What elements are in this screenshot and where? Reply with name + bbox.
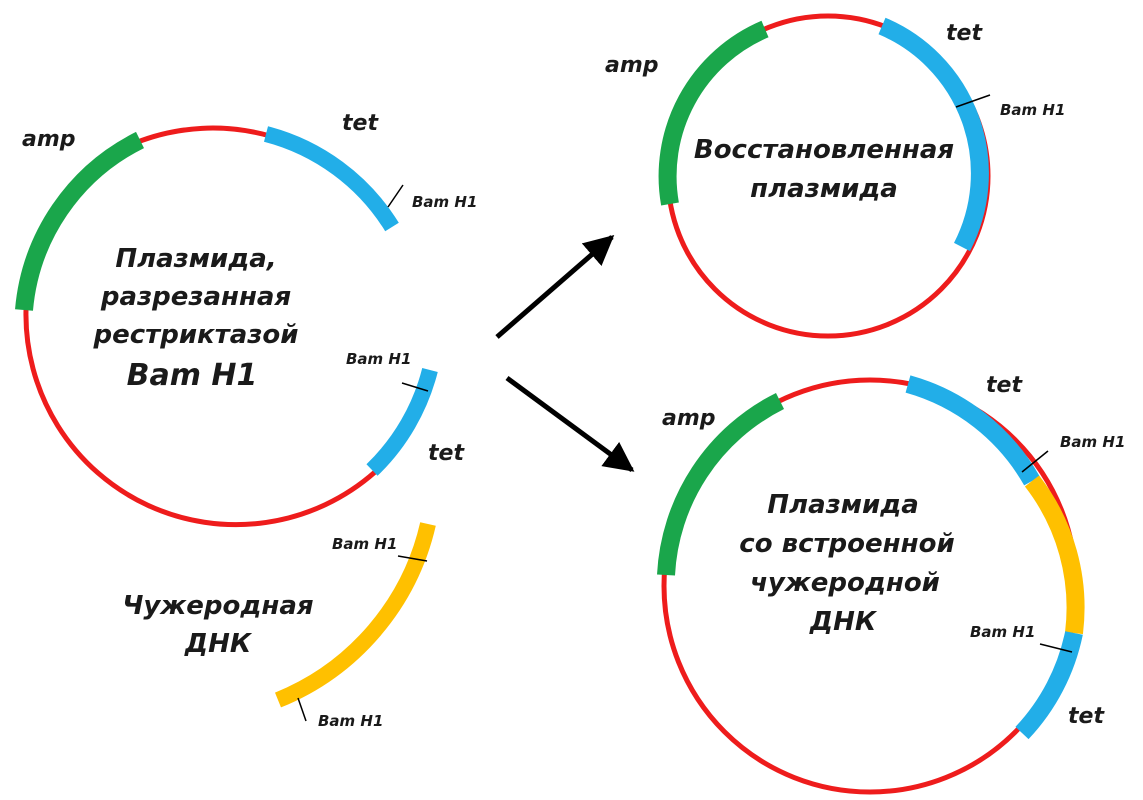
tet-label-top: tet: [342, 111, 379, 136]
recombinant-tet-arc-bottom: [1015, 631, 1083, 740]
restored-site-tick: [955, 94, 991, 108]
amp-gene-arc: [15, 131, 145, 311]
foreign-site-tick-top: [397, 555, 428, 562]
cut-plasmid-title-2: разрезанная: [100, 282, 291, 312]
recombinant-tet-label-bottom: tet: [1068, 704, 1105, 729]
recombinant-title-3: чужеродной: [750, 568, 940, 598]
enzyme-label: Bam H1: [127, 358, 258, 393]
foreign-dna: Bam H1 Bam H1 Чужеродная ДНК: [122, 522, 436, 730]
cut-plasmid-title-1: Плазмида,: [115, 244, 276, 274]
restored-title-1: Восстановленная: [694, 135, 954, 165]
tet-gene-arc-bottom: [366, 367, 438, 476]
arrow-to-recombinant: [505, 375, 635, 473]
foreign-site-tick-bottom: [297, 697, 307, 722]
restored-amp-label: amp: [605, 53, 659, 78]
cut-plasmid-backbone: [134, 125, 271, 146]
recombinant-title-4: ДНК: [809, 607, 878, 637]
restored-amp-arc: [658, 20, 769, 206]
foreign-dna-arc: [274, 522, 436, 708]
amp-label: amp: [22, 127, 76, 152]
foreign-insert-arc: [1024, 475, 1085, 635]
recombinant-tet-arc-top: [905, 375, 1040, 486]
foreign-dna-title-1: Чужеродная: [122, 591, 313, 621]
arrow-to-restored: [495, 235, 615, 339]
cut-plasmid: amp tet tet Bam H1 Bam H1 Плазмида, разр…: [15, 111, 477, 528]
recombinant-site-tick-bottom: [1039, 643, 1073, 653]
restored-tet-label: tet: [946, 21, 983, 46]
recombinant-title-1: Плазмида: [767, 490, 918, 520]
bamh1-label-top: Bam H1: [412, 193, 477, 211]
bamh1-site-tick-top: [387, 184, 404, 208]
restored-bamh1-label: Bam H1: [1000, 101, 1065, 119]
cut-plasmid-title-3: рестриктазой: [92, 320, 298, 350]
recombinant-amp-label: amp: [662, 406, 716, 431]
recombinant-plasmid: amp tet tet Bam H1 Bam H1 Плазмида со вс…: [657, 373, 1125, 795]
restored-tet-arc: [878, 17, 989, 252]
recombinant-tet-label-top: tet: [986, 373, 1023, 398]
foreign-dna-title-2: ДНК: [184, 629, 253, 659]
restored-plasmid: amp tet Bam H1 Восстановленная плазмида: [605, 13, 1065, 339]
recombinant-bamh1-label-top: Bam H1: [1060, 433, 1125, 451]
bamh1-label-bottom: Bam H1: [346, 350, 411, 368]
cut-plasmid-backbone-lower: [23, 309, 377, 528]
recombinant-site-tick-top: [1021, 450, 1049, 473]
recombinant-title-2: со встроенной: [739, 529, 954, 559]
foreign-bamh1-label-bottom: Bam H1: [318, 712, 383, 730]
recombinant-bamh1-label-bottom: Bam H1: [970, 623, 1035, 641]
bamh1-site-tick-bottom: [401, 382, 429, 392]
tet-label-bottom: tet: [428, 441, 465, 466]
foreign-bamh1-label-top: Bam H1: [332, 535, 397, 553]
recombinant-amp-arc: [657, 392, 785, 576]
restored-title-2: плазмида: [750, 174, 898, 204]
tet-gene-arc-top: [263, 126, 399, 232]
